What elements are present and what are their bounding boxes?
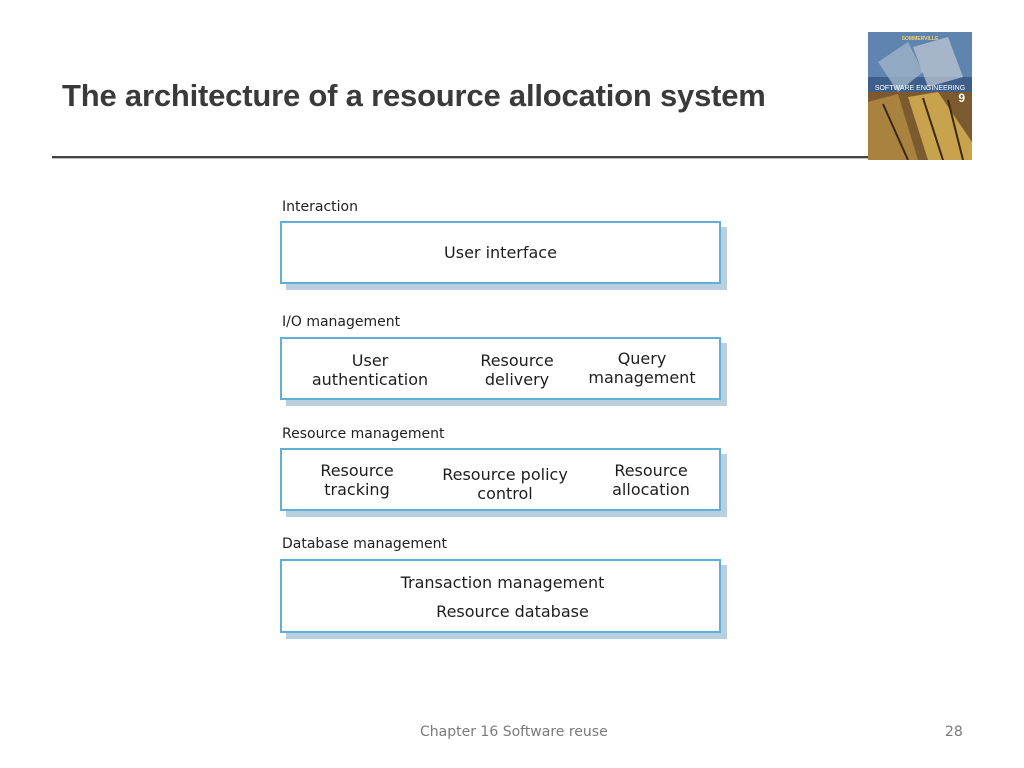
book-cover-art: SOMMERVILLE SOFTWARE ENGINEERING 9 (868, 32, 972, 160)
title-divider (52, 156, 870, 159)
slide-title: The architecture of a resource allocatio… (62, 78, 766, 113)
cover-publisher-text: SOMMERVILLE (902, 36, 939, 42)
component-resource-database: Resource database (436, 602, 589, 621)
component-resource-policy-control: Resource policy control (442, 465, 568, 503)
layer-box-io-management: User authentication Resource delivery Qu… (280, 337, 721, 400)
layer-box-resource-management: Resource tracking Resource policy contro… (280, 448, 721, 511)
component-resource-delivery: Resource delivery (480, 351, 554, 389)
footer-page-number: 28 (945, 724, 963, 740)
component-resource-tracking: Resource tracking (320, 461, 394, 499)
layer-box-interaction: User interface (280, 221, 721, 284)
component-resource-allocation: Resource allocation (612, 461, 690, 499)
cover-title-text: SOFTWARE ENGINEERING (875, 85, 965, 92)
component-user-authentication: User authentication (311, 351, 429, 389)
cover-edition-text: 9 (958, 91, 965, 105)
layer-label-interaction: Interaction (282, 199, 358, 215)
layer-label-database-management: Database management (282, 536, 448, 552)
layer-label-io-management: I/O management (282, 314, 401, 330)
component-query-management: Query management (588, 349, 696, 387)
component-transaction-management: Transaction management (400, 573, 605, 592)
footer-chapter-text: Chapter 16 Software reuse (420, 724, 608, 740)
architecture-diagram: Interaction User interface I/O managemen… (280, 199, 721, 633)
component-user-interface: User interface (444, 243, 557, 262)
book-cover-image: SOMMERVILLE SOFTWARE ENGINEERING 9 (868, 32, 972, 160)
layer-box-database-management: Transaction management Resource database (280, 559, 721, 633)
layer-label-resource-management: Resource management (282, 426, 445, 442)
